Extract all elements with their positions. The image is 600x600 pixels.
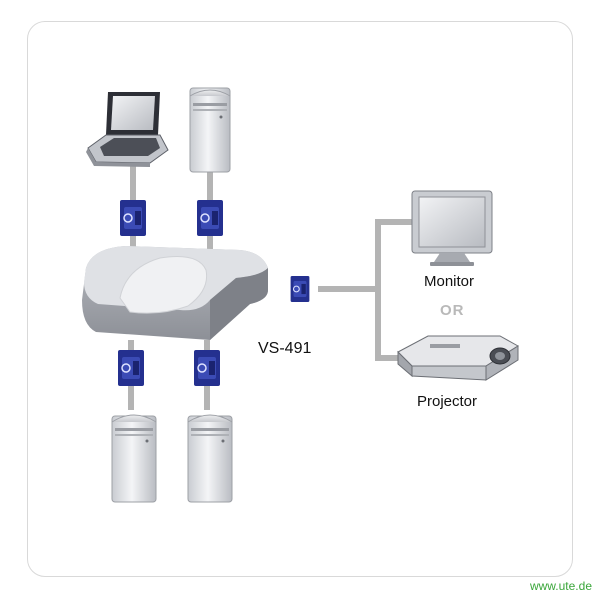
monitor-icon [411,190,493,266]
tower-pc-icon [187,414,233,503]
vga-connector-icon [118,350,144,386]
tower-pc-icon [189,87,231,173]
vga-connector-icon [120,200,146,236]
watermark: www.ute.de [529,579,592,593]
or-label: OR [440,302,465,319]
vga-connector-icon [194,350,220,386]
cable-to-projector [375,289,404,361]
monitor-label: Monitor [424,273,475,290]
tower-pc-icon [111,414,157,503]
projector-label: Projector [417,393,478,410]
projector-icon [397,335,519,381]
cable-to-monitor [318,219,418,292]
device-label: VS-491 [258,340,312,357]
switch-device-icon [82,246,268,340]
vga-connector-icon [197,200,223,236]
vga-connector-icon [289,276,311,302]
laptop-icon [86,92,169,167]
